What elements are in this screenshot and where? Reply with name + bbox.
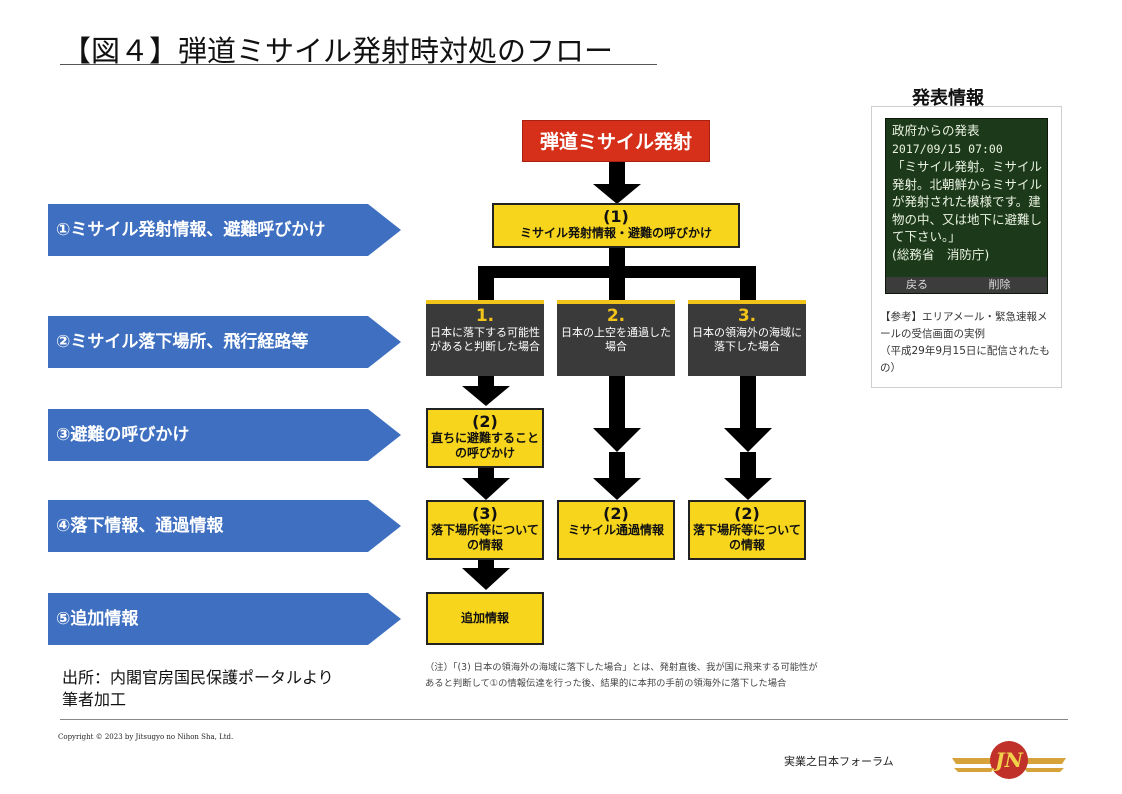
connector-branch-2 — [609, 266, 625, 300]
extra-info-box: 追加情報 — [426, 592, 544, 645]
result-box-1-text: 落下場所等についての情報 — [431, 523, 539, 552]
result-box-3-number: (2) — [734, 504, 760, 523]
case-box-2-number: 2. — [606, 306, 626, 326]
connector-result1 — [478, 560, 494, 570]
footnote: （注）「(3) 日本の領海外の海域に落下した場合」とは、発射直後、我が国に飛来す… — [425, 662, 818, 689]
arrow-head-case3a — [724, 428, 772, 452]
case-box-1-number: 1. — [475, 306, 495, 326]
result-box-2-number: (2) — [603, 504, 629, 523]
result-box-3-text: 落下場所等についての情報 — [693, 523, 801, 552]
svg-text:JN: JN — [991, 748, 1023, 772]
arrow-head-case3b — [724, 478, 772, 500]
result-box-3: (2) 落下場所等についての情報 — [688, 500, 806, 560]
evacuation-box: (2) 直ちに避難することの呼びかけ — [426, 408, 544, 468]
connector-launch — [609, 162, 625, 184]
step-arrow-3: ③避難の呼びかけ — [48, 409, 401, 461]
back-button: 戻る — [906, 278, 928, 291]
case-box-3: 3. 日本の領海外の海域に落下した場合 — [688, 300, 806, 376]
arrow-head-evac — [462, 478, 510, 500]
brand-logo-icon: JN — [952, 741, 1066, 779]
result-box-2-text: ミサイル通過情報 — [567, 523, 664, 537]
delete-button: 削除 — [988, 278, 1011, 291]
connector-case3b — [740, 452, 756, 480]
phone-message-body: 「ミサイル発射。ミサイル発射。北朝鮮からミサイルが発射された模様です。建物の中、… — [892, 159, 1043, 262]
case-box-2-text: 日本の上空を通過した場合 — [561, 326, 671, 353]
result-box-2: (2) ミサイル通過情報 — [557, 500, 675, 560]
connector-box1 — [609, 246, 625, 270]
case-box-2: 2. 日本の上空を通過した場合 — [557, 300, 675, 376]
connector-branch-1 — [478, 266, 494, 300]
step-arrow-4: ④落下情報、通過情報 — [48, 500, 401, 552]
flow-box-1: (1) ミサイル発射情報・避難の呼びかけ — [492, 203, 740, 248]
phone-softkey-bar: 戻る 削除 — [886, 277, 1047, 293]
arrow-head-case2a — [593, 428, 641, 452]
launch-box: 弾道ミサイル発射 — [522, 120, 710, 162]
case-box-3-text: 日本の領海外の海域に落下した場合 — [692, 326, 802, 353]
title-underline — [60, 64, 657, 65]
copyright: Copyright © 2023 by Jitsugyo no Nihon Sh… — [58, 733, 234, 741]
step-arrow-5: ⑤追加情報 — [48, 593, 401, 645]
case-box-1-text: 日本に落下する可能性があると判断した場合 — [430, 326, 540, 353]
source-credit: 出所：内閣官房国民保護ポータルより 筆者加工 — [62, 667, 334, 711]
phone-screen: 政府からの発表 2017/09/15 07:00 「ミサイル発射。ミサイル発射。… — [885, 118, 1048, 294]
step-arrow-2: ②ミサイル落下場所、飛行経路等 — [48, 316, 401, 368]
evacuation-box-text: 直ちに避難することの呼びかけ — [430, 431, 539, 460]
step-arrow-1: ①ミサイル発射情報、避難呼びかけ — [48, 204, 401, 256]
phone-message-header: 政府からの発表 — [892, 123, 980, 138]
announcement-note: 【参考】エリアメール・緊急速報メールの受信画面の実例 （平成29年9月15日に配… — [880, 311, 1050, 374]
source-line-1: 出所：内閣官房国民保護ポータルより — [62, 668, 334, 687]
announcement-heading: 発表情報 — [912, 88, 984, 109]
source-line-2: 筆者加工 — [62, 690, 127, 709]
phone-message-date: 2017/09/15 07:00 — [892, 141, 1003, 156]
arrow-head-launch — [593, 184, 641, 204]
result-box-1-number: (3) — [472, 504, 498, 523]
connector-case2b — [609, 452, 625, 480]
footer-rule — [60, 719, 1068, 720]
arrow-head-case2b — [593, 478, 641, 500]
brand-name: 実業之日本フォーラム — [784, 755, 894, 768]
flow-box-1-text: ミサイル発射情報・避難の呼びかけ — [519, 226, 712, 240]
connector-case3 — [740, 376, 756, 428]
flow-box-1-number: (1) — [603, 207, 629, 226]
arrow-head-case1 — [462, 386, 510, 406]
connector-evac — [478, 467, 494, 479]
connector-case1 — [478, 376, 494, 388]
connector-branch-3 — [740, 266, 756, 300]
arrow-head-result1 — [462, 568, 510, 590]
evacuation-box-number: (2) — [472, 412, 498, 431]
result-box-1: (3) 落下場所等についての情報 — [426, 500, 544, 560]
case-box-3-number: 3. — [737, 306, 757, 326]
connector-case2 — [609, 376, 625, 428]
case-box-1: 1. 日本に落下する可能性があると判断した場合 — [426, 300, 544, 376]
phone-message: 政府からの発表 2017/09/15 07:00 「ミサイル発射。ミサイル発射。… — [892, 122, 1042, 263]
page-title: 【図４】弾道ミサイル発射時対処のフロー — [62, 34, 614, 68]
